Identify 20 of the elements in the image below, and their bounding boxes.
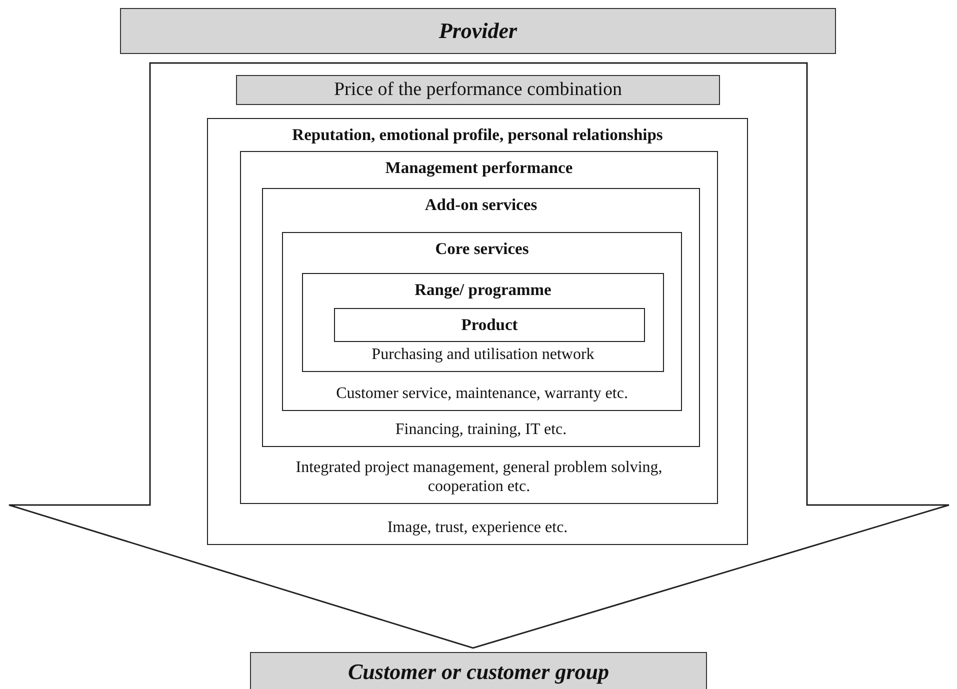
layer-frame	[207, 118, 748, 545]
layer-frame	[334, 308, 645, 342]
layer-frame	[240, 151, 718, 504]
layer-heading: Management performance	[384, 158, 574, 178]
price-box: Price of the performance combination	[236, 75, 720, 105]
layer-frame	[262, 188, 700, 447]
layer-description: Integrated project management, general problem solving, cooperation etc.	[294, 458, 664, 496]
layer-heading: Core services	[434, 239, 530, 259]
party-box: Customer or customer group	[250, 652, 707, 689]
party-box: Provider	[120, 8, 836, 54]
layer-heading: Product	[460, 314, 519, 336]
layer-frame	[282, 232, 682, 411]
layer-description: Financing, training, IT etc.	[394, 420, 568, 439]
layer-description: Purchasing and utilisation network	[370, 344, 596, 364]
layer-description: Image, trust, experience etc.	[386, 518, 569, 537]
layer-description: Customer service, maintenance, warranty etc.	[335, 384, 629, 403]
layer-heading: Add-on services	[424, 195, 538, 215]
layer-heading: Reputation, emotional profile, personal relationships	[291, 125, 664, 145]
layer-frame	[302, 273, 664, 372]
layer-heading: Range/ programme	[414, 280, 552, 300]
